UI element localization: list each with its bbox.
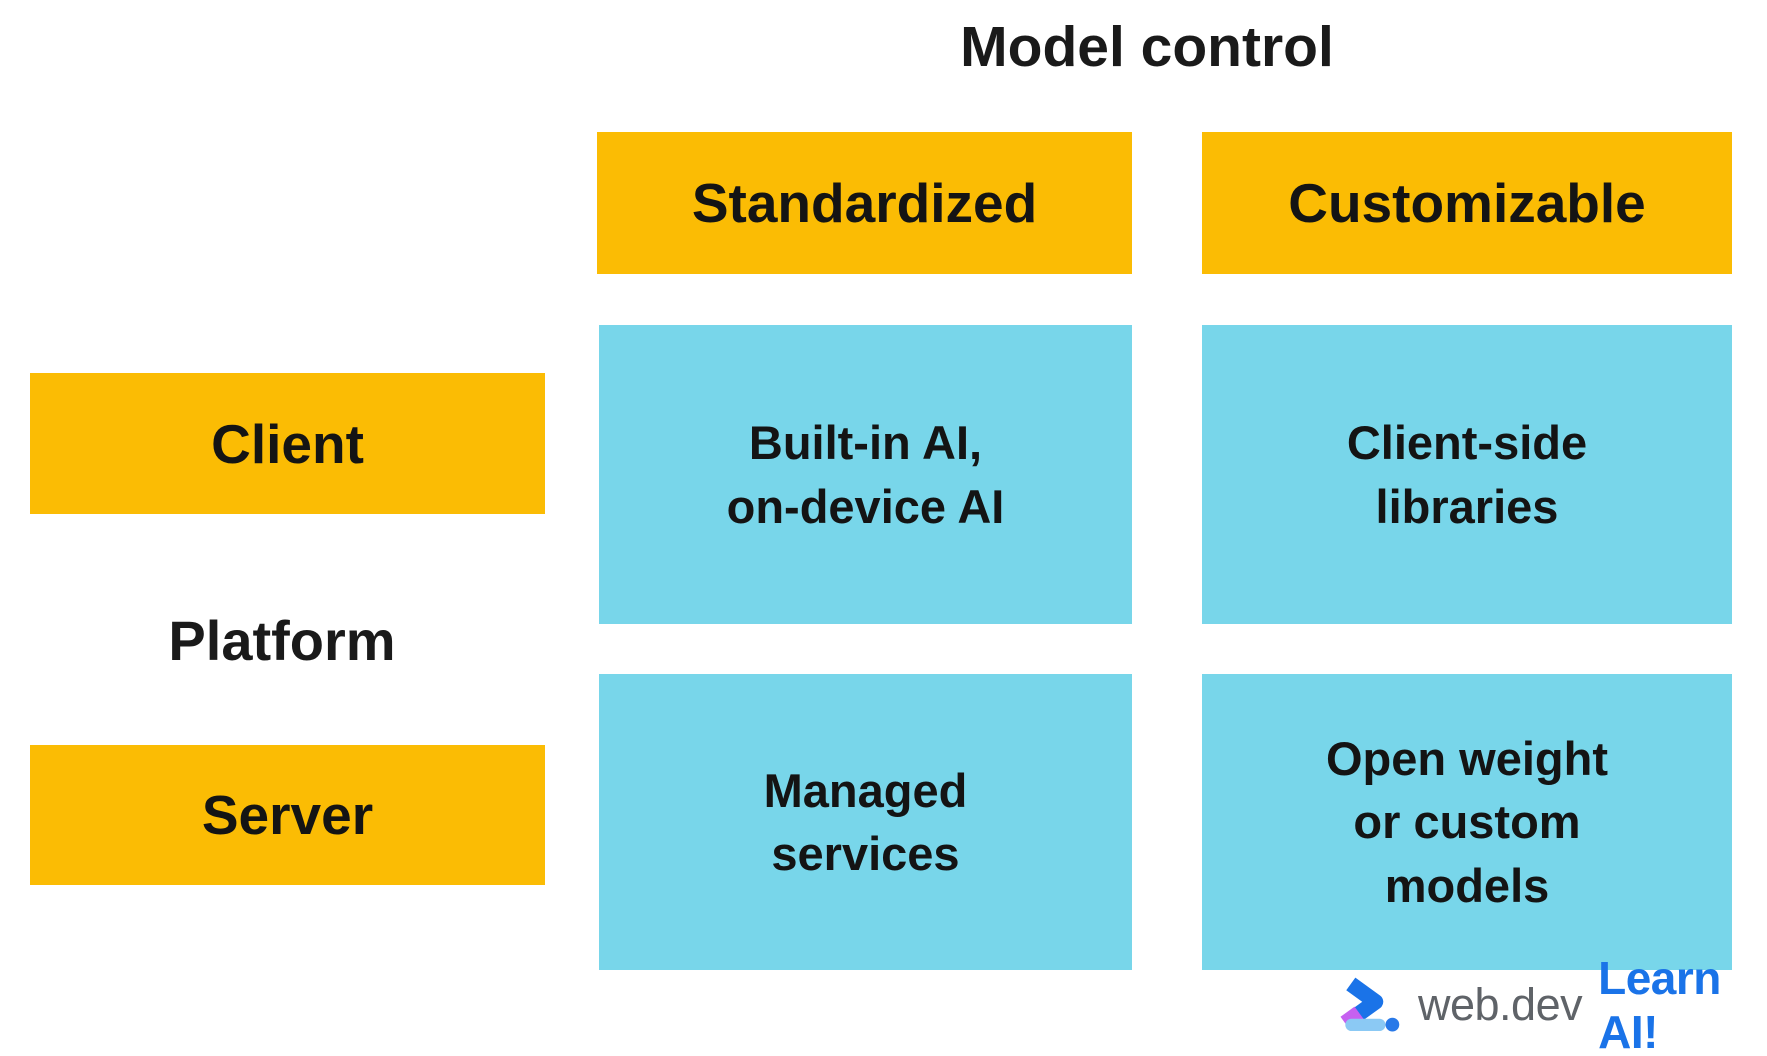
webdev-wordmark: web.dev <box>1418 979 1583 1030</box>
webdev-chevron-icon <box>1338 975 1402 1035</box>
column-axis-title: Model control <box>960 15 1334 79</box>
row-header-server: Server <box>30 745 545 885</box>
footer-branding: web.dev Learn AI! <box>1338 952 1767 1056</box>
column-header-customizable: Customizable <box>1202 132 1732 274</box>
column-header-standardized: Standardized <box>597 132 1132 274</box>
row-header-client: Client <box>30 373 545 514</box>
cell-client-customizable: Client-side libraries <box>1202 325 1732 624</box>
cell-client-standardized: Built-in AI, on-device AI <box>599 325 1132 624</box>
cell-server-customizable: Open weight or custom models <box>1202 674 1732 970</box>
cell-server-standardized: Managed services <box>599 674 1132 970</box>
row-axis-title: Platform <box>168 609 396 672</box>
learn-ai-label: Learn AI! <box>1598 952 1721 1056</box>
